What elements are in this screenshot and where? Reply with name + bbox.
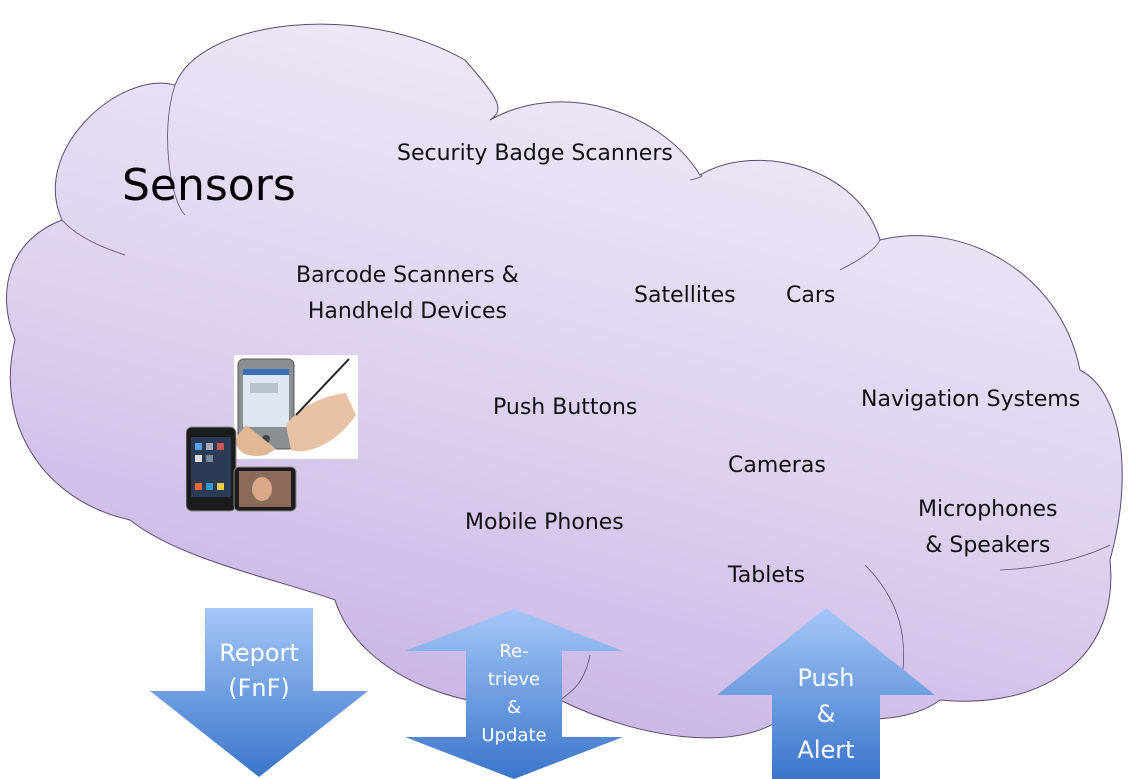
sensor-barcode-line-1: Barcode Scanners &: [296, 263, 519, 288]
cloud-inner-curve-2: [61, 219, 126, 256]
report-label-line-1: Report: [219, 639, 299, 667]
report-arrow: [150, 608, 368, 777]
sensor-push-buttons: Push Buttons: [493, 395, 638, 420]
cloud-title: Sensors: [122, 160, 296, 211]
retrieve-label-line-2: trieve: [487, 669, 541, 690]
report-arrow-label: Report (FnF): [205, 636, 313, 706]
sensor-navigation-systems: Navigation Systems: [861, 387, 1081, 412]
sensor-mobile-phones: Mobile Phones: [465, 510, 624, 535]
sensor-microphones-line-2: & Speakers: [925, 533, 1051, 558]
devices-illustration: [185, 355, 358, 512]
sensor-security-badge-scanners: Security Badge Scanners: [397, 141, 673, 166]
push-alert-arrow: [717, 608, 935, 779]
retrieve-label-line-3: &: [506, 697, 522, 718]
cloud-inner-curve-5: [999, 544, 1111, 571]
cloud-inner-curve-3: [689, 174, 703, 181]
cloud-inner-curve-4: [839, 239, 881, 271]
cloud-inner-curve-1: [167, 84, 186, 216]
sensor-cameras: Cameras: [728, 453, 826, 478]
retrieve-label-line-1: Re-: [499, 641, 529, 662]
sensor-tablets: Tablets: [728, 563, 805, 588]
report-label-line-2: (FnF): [228, 674, 290, 702]
sensor-satellites: Satellites: [634, 283, 736, 308]
push-alert-arrow-label: Push & Alert: [772, 660, 880, 768]
push-label-line-2: &: [816, 700, 836, 728]
sensor-microphones-line-1: Microphones: [918, 497, 1058, 522]
sensor-microphones-speakers: Microphones & Speakers: [918, 492, 1058, 564]
sensor-barcode-line-2: Handheld Devices: [307, 299, 507, 324]
retrieve-update-arrow-label: Re- trieve & Update: [466, 638, 562, 750]
handheld-devices-photo: [185, 355, 358, 513]
retrieve-label-line-4: Update: [481, 725, 547, 746]
push-label-line-1: Push: [797, 664, 855, 692]
sensor-cars: Cars: [786, 283, 836, 308]
sensor-barcode-scanners: Barcode Scanners & Handheld Devices: [296, 258, 519, 330]
push-label-line-3: Alert: [797, 736, 855, 764]
cloud-inner-curve-7: [559, 654, 591, 701]
cloud-shape: [6, 23, 1123, 739]
retrieve-update-arrow: [405, 609, 623, 779]
